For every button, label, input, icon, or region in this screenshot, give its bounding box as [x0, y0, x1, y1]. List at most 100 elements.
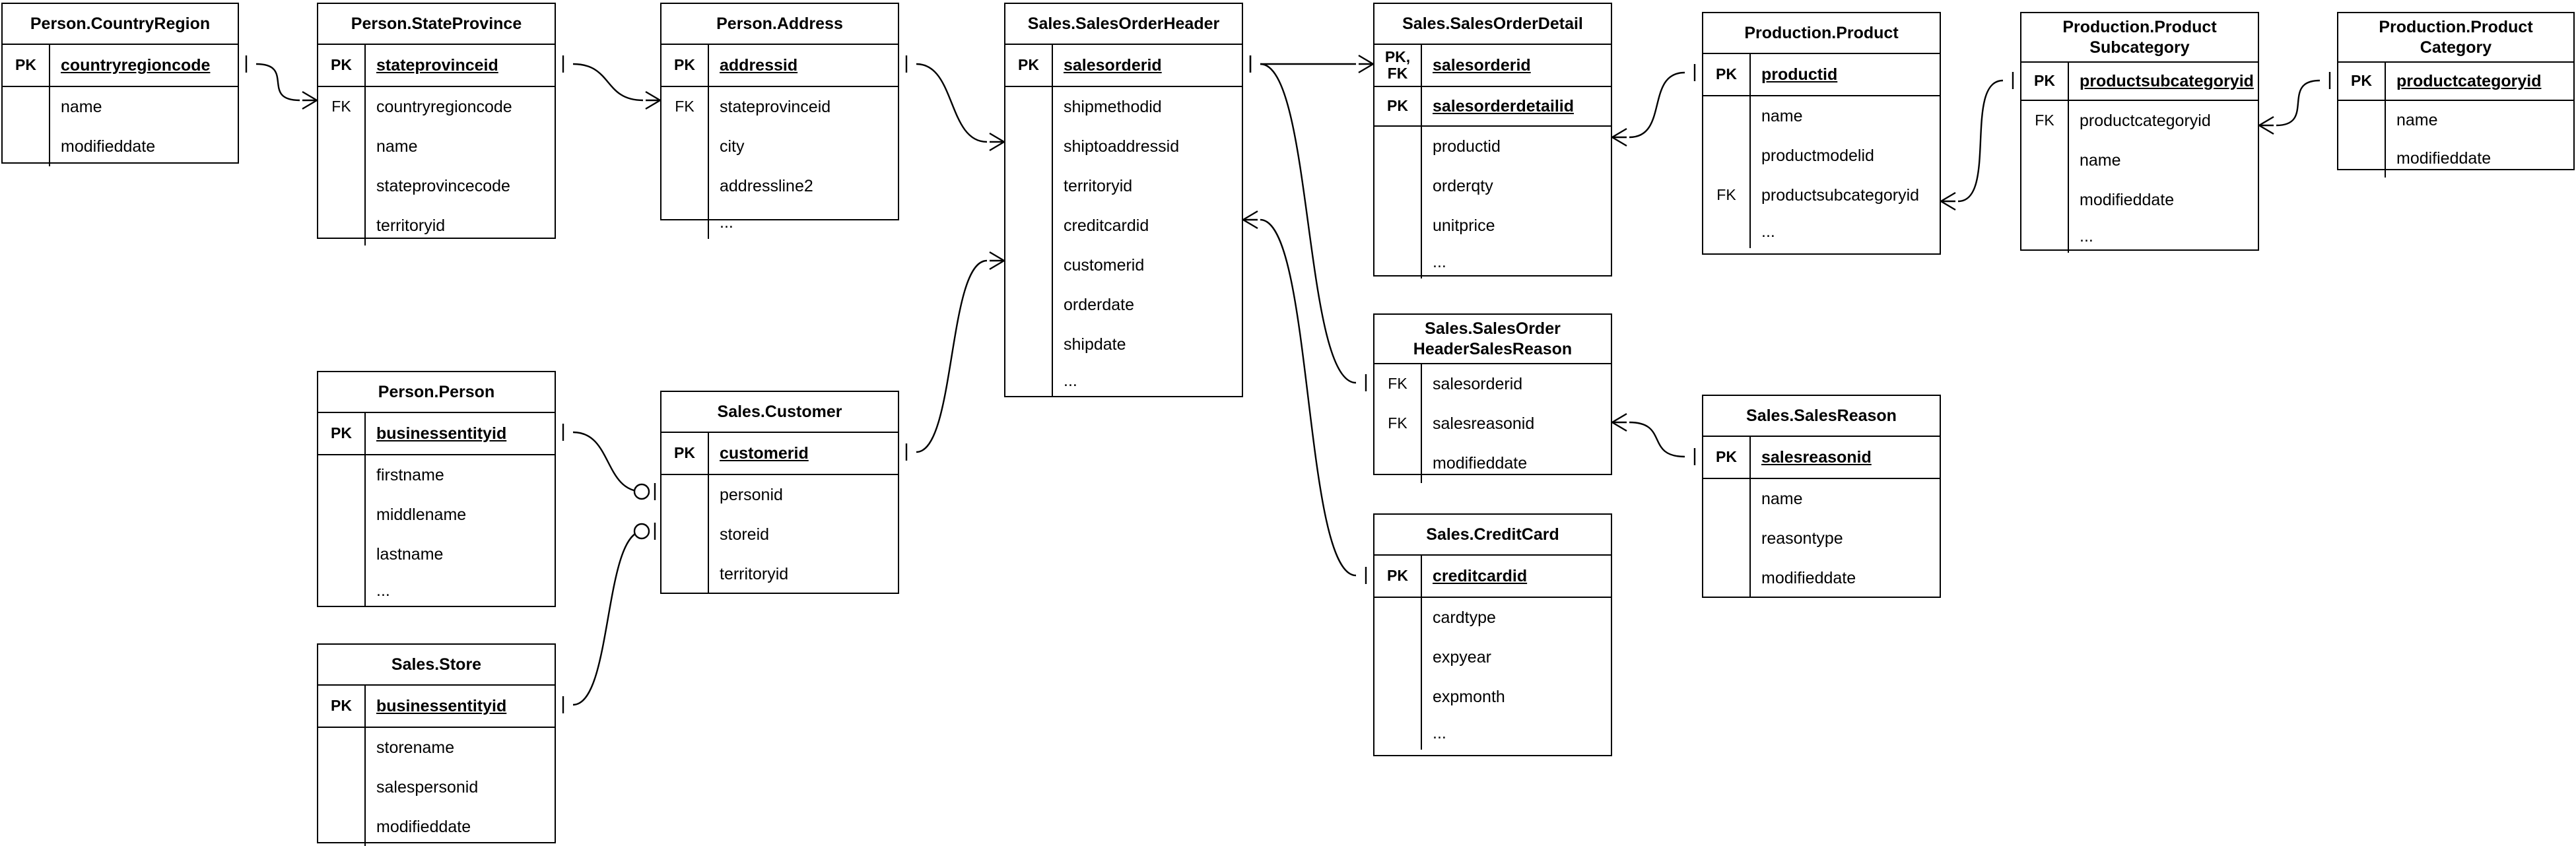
attribute-row[interactable]: personid — [661, 475, 898, 515]
attribute-row[interactable]: unitprice — [1374, 206, 1611, 245]
attribute-row[interactable]: modifieddate — [2021, 180, 2258, 220]
attribute-key-label — [2338, 139, 2386, 178]
attribute-row[interactable]: name — [2338, 101, 2573, 139]
attribute-row[interactable]: city — [661, 127, 898, 166]
attribute-row[interactable]: orderqty — [1374, 166, 1611, 206]
attribute-row[interactable]: shipmethodid — [1005, 87, 1242, 127]
attribute-row[interactable]: addressline2 — [661, 166, 898, 206]
attribute-row[interactable]: ... — [1374, 717, 1611, 750]
attribute-key-label — [318, 767, 366, 807]
attribute-row[interactable]: ... — [1703, 215, 1940, 248]
attribute-row[interactable]: shipdate — [1005, 325, 1242, 364]
attribute-row[interactable]: expmonth — [1374, 677, 1611, 717]
attribute-row[interactable]: salespersonid — [318, 767, 555, 807]
attribute-row[interactable]: productid — [1374, 127, 1611, 166]
attribute-row[interactable]: middlename — [318, 495, 555, 535]
attribute-row[interactable]: name — [318, 127, 555, 166]
attribute-row[interactable]: storeid — [661, 515, 898, 554]
crowfoot-prong — [1242, 218, 1258, 230]
attribute-key-label: PK — [1703, 54, 1751, 95]
attribute-name: customerid — [720, 444, 809, 463]
crowfoot-prong — [2258, 124, 2274, 135]
attribute-row[interactable]: ... — [2021, 220, 2258, 253]
entity-title-text: Sales.SalesReason — [1746, 406, 1897, 425]
attribute-row[interactable]: name — [3, 87, 238, 127]
attribute-name: expyear — [1433, 648, 1491, 667]
attribute-row[interactable]: name — [1703, 479, 1940, 519]
attribute-row[interactable]: modifieddate — [1374, 443, 1611, 483]
attribute-row[interactable]: expyear — [1374, 637, 1611, 677]
attribute-row[interactable]: reasontype — [1703, 519, 1940, 558]
attribute-key-label — [1374, 637, 1422, 677]
attribute-row[interactable]: name — [2021, 141, 2258, 180]
attribute-row[interactable]: storename — [318, 728, 555, 767]
attribute-row[interactable]: modifieddate — [2338, 139, 2573, 178]
attribute-row[interactable]: ... — [318, 574, 555, 607]
attribute-row[interactable]: ... — [661, 206, 898, 239]
attribute-row[interactable]: orderdate — [1005, 285, 1242, 325]
attribute-name: productsubcategoryid — [1761, 186, 1920, 205]
attribute-row[interactable]: modifieddate — [1703, 558, 1940, 598]
attribute-name: personid — [720, 486, 783, 504]
attribute-row[interactable]: name — [1703, 96, 1940, 136]
attribute-row[interactable]: territoryid — [1005, 166, 1242, 206]
attribute-row[interactable]: ... — [1005, 364, 1242, 397]
attribute-row[interactable]: modifieddate — [318, 807, 555, 846]
attribute-row[interactable]: stateprovincecode — [318, 166, 555, 206]
entity-title-text: Sales.CreditCard — [1426, 525, 1559, 544]
attribute-row[interactable]: territoryid — [318, 206, 555, 245]
attribute-key-label — [2021, 141, 2069, 180]
attribute-row[interactable]: lastname — [318, 535, 555, 574]
attribute-row[interactable]: territoryid — [661, 554, 898, 594]
attribute-row[interactable]: modifieddate — [3, 127, 238, 166]
attribute-row[interactable]: productmodelid — [1703, 136, 1940, 176]
attribute-row[interactable]: customerid — [1005, 245, 1242, 285]
attribute-row[interactable]: shiptoaddressid — [1005, 127, 1242, 166]
entity-title: Person.Person — [318, 372, 555, 413]
crowfoot-prong — [1940, 191, 1956, 203]
attribute-row[interactable]: cardtype — [1374, 598, 1611, 637]
attribute-key-label: FK — [2021, 101, 2069, 141]
attribute-row[interactable]: ... — [1374, 245, 1611, 278]
attribute-row[interactable]: creditcardid — [1005, 206, 1242, 245]
attribute-row[interactable]: firstname — [318, 455, 555, 495]
attribute-name: modifieddate — [61, 137, 156, 156]
